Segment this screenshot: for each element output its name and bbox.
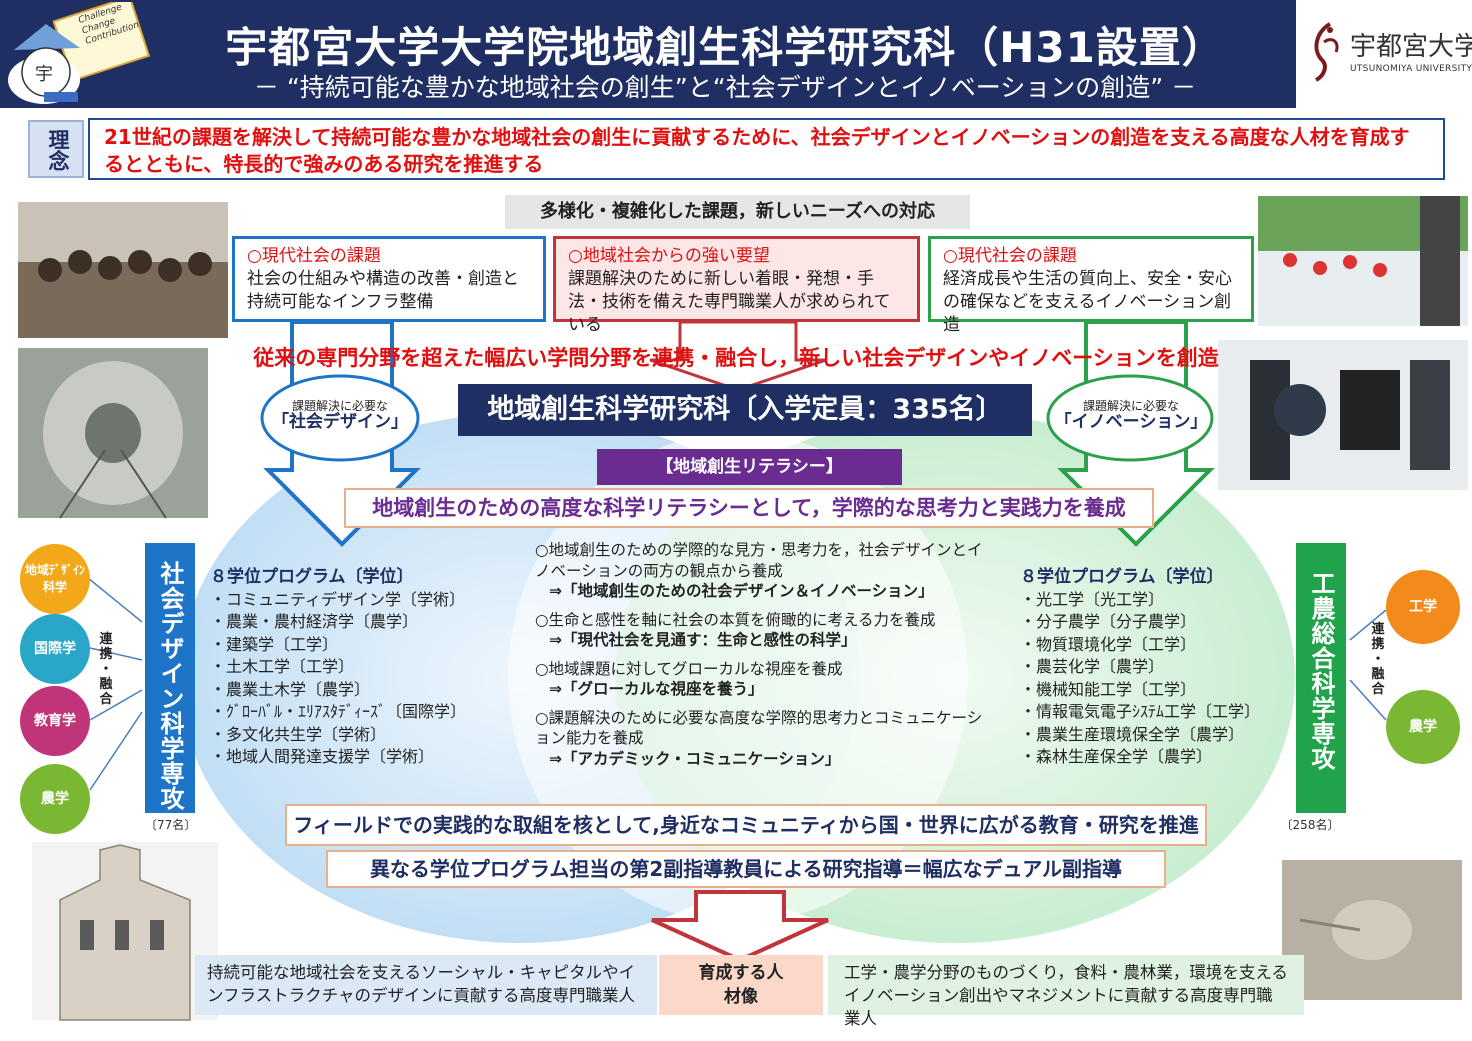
literacy-item-text: ○地域創生のための学際的な見方・思考力を，社会デザインとイノベーションの両方の観… (535, 541, 983, 580)
literacy-item: ○生命と感性を軸に社会の本質を俯瞰的に考える力を養成 ⇒「現代社会を見通す：生命… (535, 610, 995, 651)
literacy-goal: 地域創生のための高度な科学リテラシーとして，学際的な思考力と実践力を養成 (344, 488, 1154, 528)
microscope-cell-photo (1282, 860, 1462, 1000)
literacy-item-result: ⇒「アカデミック・コミュニケーション」 (549, 749, 841, 768)
philosophy-text: 21世紀の課題を解決して持続可能な豊かな地域社会の創生に貢献するために、社会デザ… (88, 118, 1445, 180)
feeder-agriculture-right: 農学 (1386, 690, 1460, 764)
strawberry-greenhouse-photo (1258, 196, 1468, 326)
programs-title: ８学位プログラム〔学位〕 (1020, 567, 1224, 587)
feeder-engineering: 工学 (1386, 570, 1460, 644)
program-item: ・農業生産環境保全学〔農学〕 (1020, 724, 1245, 744)
issue-heading: ○現代社会の課題 (247, 246, 381, 266)
center-down-arrow (649, 320, 827, 392)
social-design-major-label: 社会デザイン科学専攻 (145, 543, 195, 813)
outcome-innovation: 工学・農学分野のものづくり，食料・農林業，環境を支えるイノベーション創出やマネジ… (828, 955, 1304, 1028)
major-name: 工農総合科学専攻 (1307, 571, 1335, 771)
major-name: 社会デザイン科学専攻 (156, 561, 184, 811)
program-item: ・森林生産保全学〔農学〕 (1020, 747, 1213, 766)
field-practice-statement: フィールドでの実践的な取組を核として,身近なコミュニティから国・世界に広がる教育… (285, 804, 1207, 846)
issue-heading: ○現代社会の課題 (943, 246, 1077, 266)
literacy-label: 【地域創生リテラシー】 (597, 449, 902, 485)
innovation-bubble (1046, 374, 1214, 462)
university-logo-icon (1314, 22, 1339, 82)
program-item: ・農芸化学〔農学〕 (1020, 657, 1165, 676)
literacy-item-result: ⇒「地域創生のための社会デザイン＆イノベーション」 (549, 582, 934, 600)
program-item: ・農業土木学〔農学〕 (210, 679, 371, 699)
students-photo (18, 202, 228, 338)
outcome-label: 育成する人材像 (659, 955, 823, 1015)
issue-body: 社会の仕組みや構造の改善・創造と持続可能なインフラ整備 (247, 269, 519, 312)
program-item: ・建築学〔工学〕 (210, 634, 339, 654)
graduate-school-box: 地域創生科学研究科〔入学定員：335名〕 (458, 384, 1032, 436)
program-item: ・物質環境化学〔工学〕 (1020, 634, 1197, 654)
social-design-capacity: 〔77名〕 (145, 818, 197, 832)
issue-body: 課題解決のために新しい着眼・発想・手法・技術を備えた専門職業人が求められている (568, 269, 891, 335)
literacy-item-result: ⇒「グローカルな視座を養う」 (549, 680, 764, 698)
feeder-agriculture: 農学 (20, 764, 90, 834)
program-item: ・地域人間発達支援学〔学術〕 (210, 747, 435, 766)
university-name: 宇都宮大学 (1350, 32, 1472, 62)
issue-body: 経済成長や生活の質向上、安全・安心の確保などを支えるイノベーション創造 (943, 269, 1232, 335)
feeder-education: 教育学 (20, 686, 90, 756)
link-label-left: 連携・融合 (99, 632, 113, 707)
literacy-item: ○課題解決のために必要な高度な学際的思考力とコミュニケーション能力を養成 ⇒「ア… (535, 708, 995, 770)
historic-building-photo (32, 842, 218, 1021)
program-item: ・土木工学〔工学〕 (210, 657, 355, 676)
issue-box-regional-demand: ○地域社会からの強い要望 課題解決のために新しい着眼・発想・手法・技術を備えた専… (553, 236, 920, 335)
issue-box-innovation: ○現代社会の課題 経済成長や生活の質向上、安全・安心の確保などを支えるイノベーシ… (928, 236, 1254, 335)
overlap-ellipse (508, 433, 968, 923)
link-label-right: 連携・融合 (1371, 622, 1385, 697)
feeder-regional-design: 地域ﾃﾞｻﾞｲﾝ科学 (20, 544, 90, 614)
integration-statement: 従来の専門分野を超えた幅広い学問分野を連携・融合し，新しい社会デザインやイノベー… (253, 346, 1219, 370)
literacy-item-text: ○生命と感性を軸に社会の本質を俯瞰的に考える力を養成 (535, 610, 936, 629)
program-item: ・分子農学〔分子農学〕 (1020, 612, 1197, 631)
philosophy-label: 理念 (28, 120, 84, 178)
program-item: ・農業・農村経済学〔農学〕 (210, 612, 419, 631)
university-name-en: UTSUNOMIYA UNIVERSITY (1350, 64, 1472, 74)
programs-title: ８学位プログラム〔学位〕 (210, 567, 414, 587)
tunnel-photo (18, 348, 208, 519)
literacy-item: ○地域創生のための学際的な見方・思考力を，社会デザインとイノベーションの両方の観… (535, 540, 995, 602)
mascot-illustration: 宇 (4, 2, 154, 106)
social-design-bubble-text: 課題解決に必要な 「社会デザイン」 (262, 398, 418, 432)
page-subtitle: － “持続可能な豊かな地域社会の創生”と“社会デザインとイノベーションの創造” … (253, 73, 1197, 102)
header-bar (0, 0, 1296, 108)
issue-box-modern-society: ○現代社会の課題 社会の仕組みや構造の改善・創造と持続可能なインフラ整備 (232, 236, 546, 322)
social-design-programs: ８学位プログラム〔学位〕 ・コミュニティデザイン学〔学術〕 ・農業・農村経済学〔… (210, 566, 530, 769)
engineering-agriculture-major-label: 工農総合科学専攻 (1296, 543, 1346, 813)
literacy-item-text: ○課題解決のために必要な高度な学際的思考力とコミュニケーション能力を養成 (535, 708, 983, 748)
dual-supervision-statement: 異なる学位プログラム担当の第2副指導教員による研究指導＝幅広なデュアル副指導 (326, 850, 1166, 888)
optics-lab-photo (1218, 340, 1468, 490)
program-item: ・機械知能工学〔工学〕 (1020, 679, 1197, 699)
bubble-big-text: 「社会デザイン」 (272, 412, 408, 432)
page-title: 宇都宮大学大学院地域創生科学研究科（H31設置） (225, 23, 1225, 72)
bubble-small-text: 課題解決に必要な (1082, 399, 1179, 413)
innovation-bubble-text: 課題解決に必要な 「イノベーション」 (1050, 398, 1212, 432)
bottom-down-arrow (651, 890, 829, 963)
outcome-label-text: 育成する人材像 (698, 963, 784, 1007)
literacy-item-text: ○地域課題に対してグローカルな視座を養成 (535, 659, 843, 678)
program-item: ・コミュニティデザイン学〔学術〕 (210, 589, 466, 609)
program-item: ・光工学〔光工学〕 (1020, 589, 1165, 609)
bubble-small-text: 課題解決に必要な (291, 399, 388, 413)
svg-text:宇: 宇 (35, 64, 53, 85)
bubble-big-text: 「イノベーション」 (1054, 412, 1208, 432)
literacy-content: ○地域創生のための学際的な見方・思考力を，社会デザインとイノベーションの両方の観… (535, 540, 995, 777)
program-item: ・多文化共生学〔学術〕 (210, 724, 387, 744)
issue-heading: ○地域社会からの強い要望 (568, 246, 770, 266)
engineering-agriculture-capacity: 〔258名〕 (1280, 818, 1340, 832)
literacy-item-result: ⇒「現代社会を見通す：生命と感性の科学」 (549, 631, 857, 649)
outcome-social-design: 持続可能な地域社会を支えるソーシャル・キャピタルやインフラストラクチャのデザイン… (195, 955, 657, 1015)
social-design-bubble (260, 374, 420, 462)
program-item: ・ｸﾞﾛｰﾊﾞﾙ・ｴﾘｱｽﾀﾃﾞｨｰｽﾞ〔国際学〕 (210, 702, 467, 721)
literacy-item: ○地域課題に対してグローカルな視座を養成 ⇒「グローカルな視座を養う」 (535, 659, 995, 700)
engineering-agriculture-programs: ８学位プログラム〔学位〕 ・光工学〔光工学〕 ・分子農学〔分子農学〕 ・物質環境… (1020, 566, 1290, 769)
program-item: ・情報電気電子ｼｽﾃﾑ工学〔工学〕 (1020, 702, 1261, 721)
needs-banner: 多様化・複雑化した課題，新しいニーズへの対応 (505, 195, 970, 229)
feeder-international: 国際学 (20, 614, 90, 684)
